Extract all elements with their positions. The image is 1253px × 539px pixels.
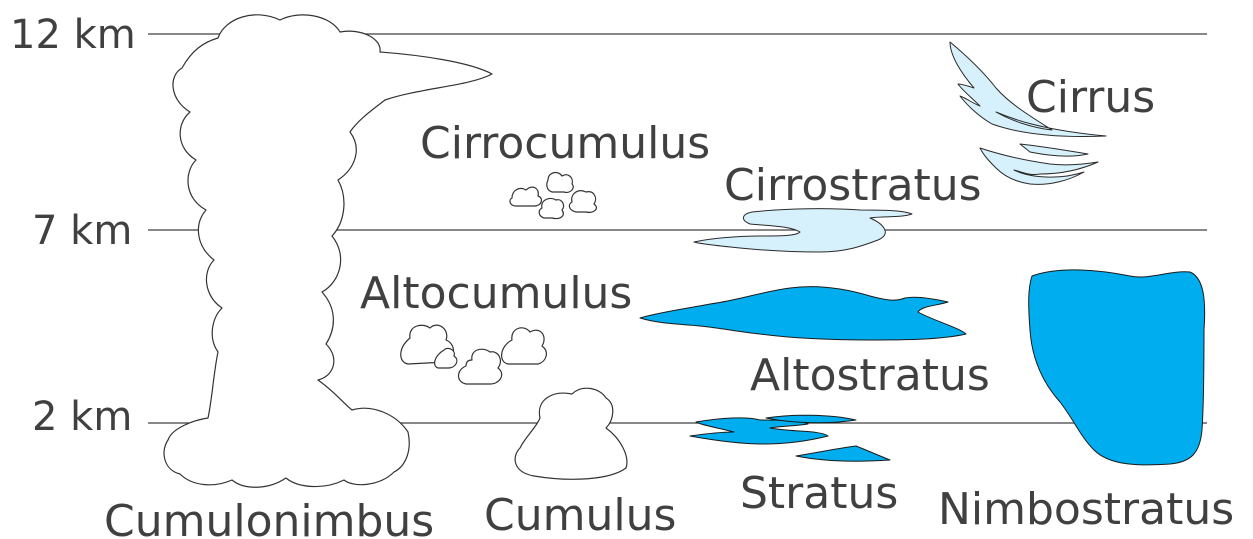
- altostratus-cloud: [639, 286, 967, 341]
- cirrocumulus-puff: [538, 197, 565, 220]
- nimbostratus-cloud: [1028, 269, 1206, 466]
- stratus-band: [689, 417, 829, 445]
- altitude-label-12km: 12 km: [10, 12, 136, 58]
- label-stratus: Stratus: [740, 468, 898, 519]
- cirrostratus-cloud: [693, 208, 913, 253]
- cumulus-cloud: [514, 387, 628, 480]
- stratus-cloud: [689, 414, 891, 462]
- cirrus-cloud: [949, 41, 1107, 185]
- cirrocumulus-puff: [509, 186, 543, 207]
- cirrocumulus-puff: [546, 171, 574, 193]
- label-altocumulus: Altocumulus: [360, 268, 632, 319]
- altitude-label-2km: 2 km: [32, 394, 132, 440]
- altitude-label-7km: 7 km: [32, 208, 132, 254]
- cirrus-wisp: [1019, 143, 1089, 157]
- cumulonimbus-cloud: [163, 14, 493, 488]
- label-cumulonimbus: Cumulonimbus: [104, 496, 434, 539]
- cirrus-wisp: [979, 147, 1099, 185]
- cirrus-wisp: [949, 41, 1107, 137]
- altocumulus-puff: [434, 347, 458, 369]
- label-cirrostratus: Cirrostratus: [724, 160, 982, 211]
- altocumulus-puff: [457, 348, 503, 385]
- cirrocumulus-puffs: [509, 171, 598, 220]
- label-cumulus: Cumulus: [484, 490, 676, 539]
- altocumulus-puffs: [400, 324, 547, 385]
- label-cirrus: Cirrus: [1026, 72, 1155, 123]
- cirrocumulus-puff: [568, 190, 598, 213]
- label-cirrocumulus: Cirrocumulus: [420, 118, 710, 169]
- altocumulus-puff: [501, 327, 547, 365]
- stratus-band: [765, 414, 857, 424]
- label-nimbostratus: Nimbostratus: [938, 484, 1234, 535]
- stratus-band: [795, 445, 891, 462]
- label-altostratus: Altostratus: [750, 350, 990, 401]
